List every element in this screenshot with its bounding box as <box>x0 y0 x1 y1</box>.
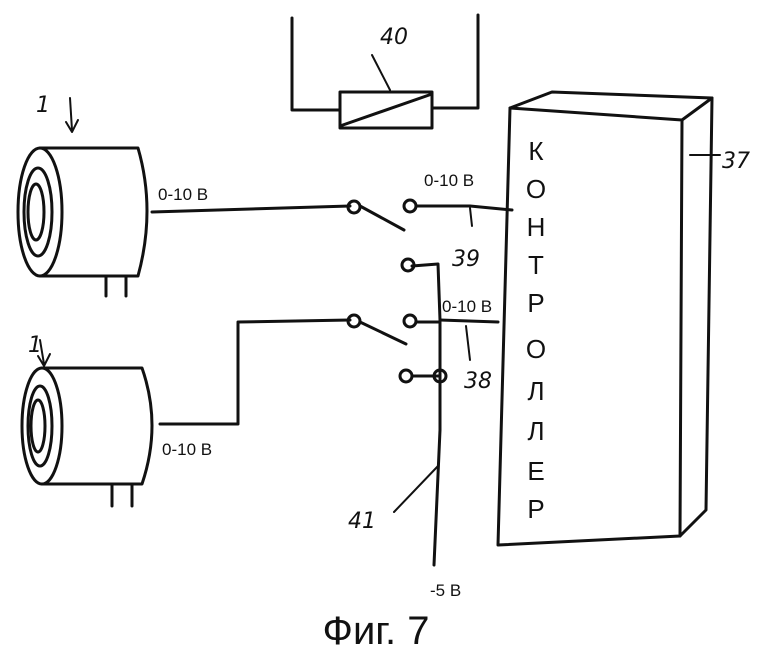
controller-letter: О <box>526 174 546 204</box>
controller-letter: Р <box>527 288 544 318</box>
switch-upper-label: 39 <box>452 247 480 272</box>
relay-label: 40 <box>380 25 408 50</box>
sensor-top: 1 <box>18 93 147 296</box>
controller-letter: Е <box>527 456 544 486</box>
controller-letter: Т <box>528 250 544 280</box>
signal-sensor-top: 0-10 В <box>158 185 208 204</box>
supply-line-label: 41 <box>348 509 376 534</box>
sensor-top-label: 1 <box>36 93 50 118</box>
signal-controller-upper: 0-10 В <box>424 171 474 190</box>
controller-text: К О Н Т Р О Л Л Е Р <box>526 136 546 524</box>
controller-letter: Р <box>527 494 544 524</box>
figure-caption: Фиг. 7 <box>323 609 430 651</box>
switch-lower-label: 38 <box>464 369 492 394</box>
relay-40: 40 <box>292 15 478 128</box>
sensor-bottom: 1 <box>22 333 152 506</box>
controller-letter: К <box>528 136 543 166</box>
contact-lower-a <box>404 315 416 327</box>
controller-label: 37 <box>722 149 750 174</box>
controller-letter: Н <box>527 212 546 242</box>
contact-lower-b <box>400 370 412 382</box>
signal-sensor-bottom: 0-10 В <box>162 440 212 459</box>
sensor-bottom-label: 1 <box>28 333 42 358</box>
signal-controller-lower: 0-10 В <box>442 297 492 316</box>
controller-letter: Л <box>527 416 544 446</box>
signal-supply: -5 В <box>430 581 461 600</box>
controller-letter: Л <box>527 376 544 406</box>
controller-letter: О <box>526 334 546 364</box>
contact-upper-a <box>404 200 416 212</box>
